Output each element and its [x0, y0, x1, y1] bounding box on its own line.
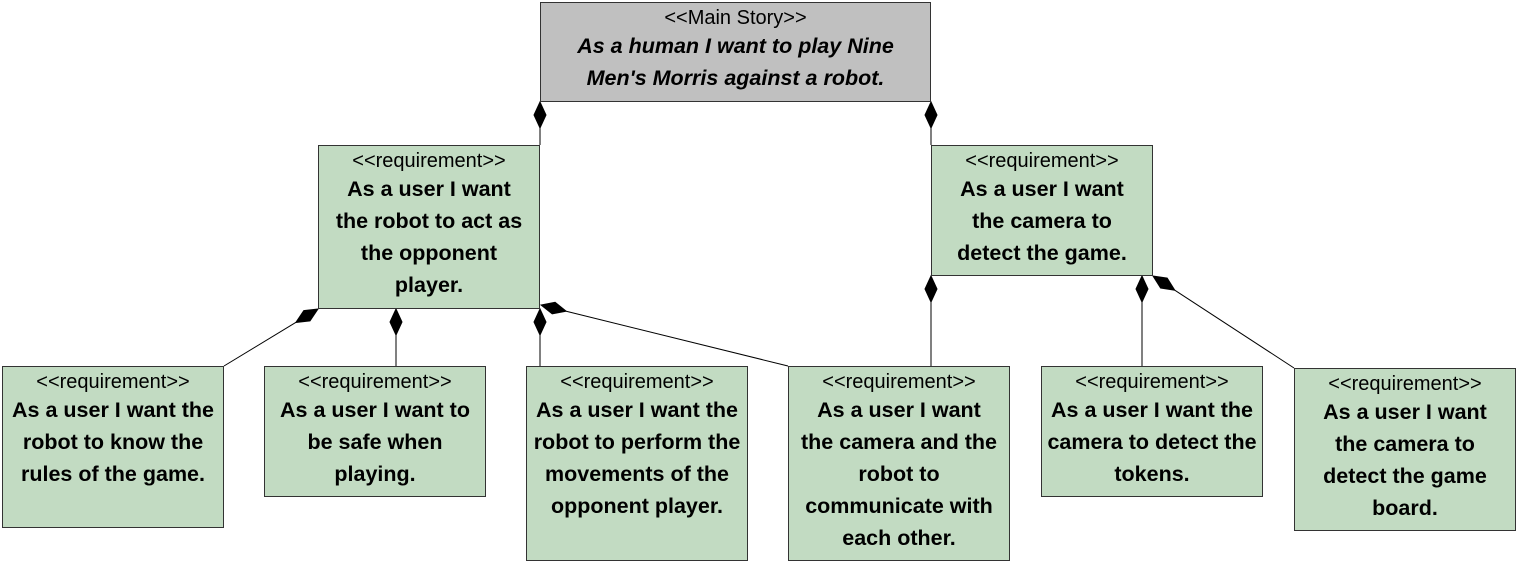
edge-opponent-to-rules-line	[223, 322, 297, 367]
requirement-robot-movements: <<requirement>> As a user I want the rob…	[526, 366, 748, 561]
requirement-camera-detect-tokens: <<requirement>> As a user I want the cam…	[1041, 366, 1263, 497]
requirement-text: As a user I want to be safe when playing…	[280, 398, 470, 486]
edge-camera-to-tokens-composition-diamond	[1135, 274, 1149, 304]
requirement-stereotype: <<requirement>>	[965, 150, 1119, 172]
requirement-stereotype: <<requirement>>	[1328, 373, 1482, 395]
edge-camera-to-board-composition-diamond	[1151, 275, 1176, 291]
edge-opponent-to-movements-composition-diamond	[533, 307, 547, 337]
edge-opponent-to-rules-composition-diamond	[294, 308, 320, 324]
requirement-stereotype: <<requirement>>	[560, 371, 714, 393]
requirement-text: As a user I want the camera to detect th…	[1047, 398, 1257, 486]
requirement-stereotype: <<requirement>>	[1075, 371, 1229, 393]
requirement-camera-robot-communicate: <<requirement>> As a user I want the cam…	[788, 366, 1010, 561]
requirement-stereotype: <<requirement>>	[352, 150, 506, 172]
edge-opponent-to-communicate-composition-diamond	[539, 301, 568, 315]
requirement-stereotype: <<requirement>>	[298, 371, 452, 393]
requirement-stereotype: <<requirement>>	[822, 371, 976, 393]
requirement-text: As a user I want the robot to act as the…	[335, 177, 523, 297]
requirement-text: As a user I want the camera and the robo…	[801, 398, 997, 550]
requirement-text: As a user I want the camera to detect th…	[1323, 400, 1487, 520]
edge-camera-to-board-line	[1174, 289, 1295, 369]
requirement-text: As a user I want the robot to perform th…	[533, 398, 741, 518]
main-story-stereotype: <<Main Story>>	[664, 7, 807, 29]
requirement-stereotype: <<requirement>>	[36, 371, 190, 393]
requirement-text: As a user I want the camera to detect th…	[957, 177, 1127, 265]
main-story-box: <<Main Story>> As a human I want to play…	[540, 2, 931, 102]
requirement-robot-rules: <<requirement>> As a user I want the rob…	[2, 366, 224, 528]
edge-opponent-to-communicate-line	[566, 310, 789, 367]
requirement-text: As a user I want the robot to know the r…	[12, 398, 214, 486]
requirement-camera-detect-board: <<requirement>> As a user I want the cam…	[1294, 368, 1516, 531]
requirement-robot-opponent: <<requirement>> As a user I want the rob…	[318, 145, 540, 309]
edge-main-to-camera-game-composition-diamond	[924, 100, 938, 130]
requirement-camera-detect-game: <<requirement>> As a user I want the cam…	[931, 145, 1153, 276]
edge-opponent-to-safe-composition-diamond	[389, 307, 403, 337]
requirement-safe-playing: <<requirement>> As a user I want to be s…	[264, 366, 486, 497]
edge-camera-to-communicate-composition-diamond	[924, 274, 938, 304]
edge-main-to-robot-opponent-composition-diamond	[533, 100, 547, 130]
main-story-text: As a human I want to play Nine Men's Mor…	[577, 34, 894, 90]
